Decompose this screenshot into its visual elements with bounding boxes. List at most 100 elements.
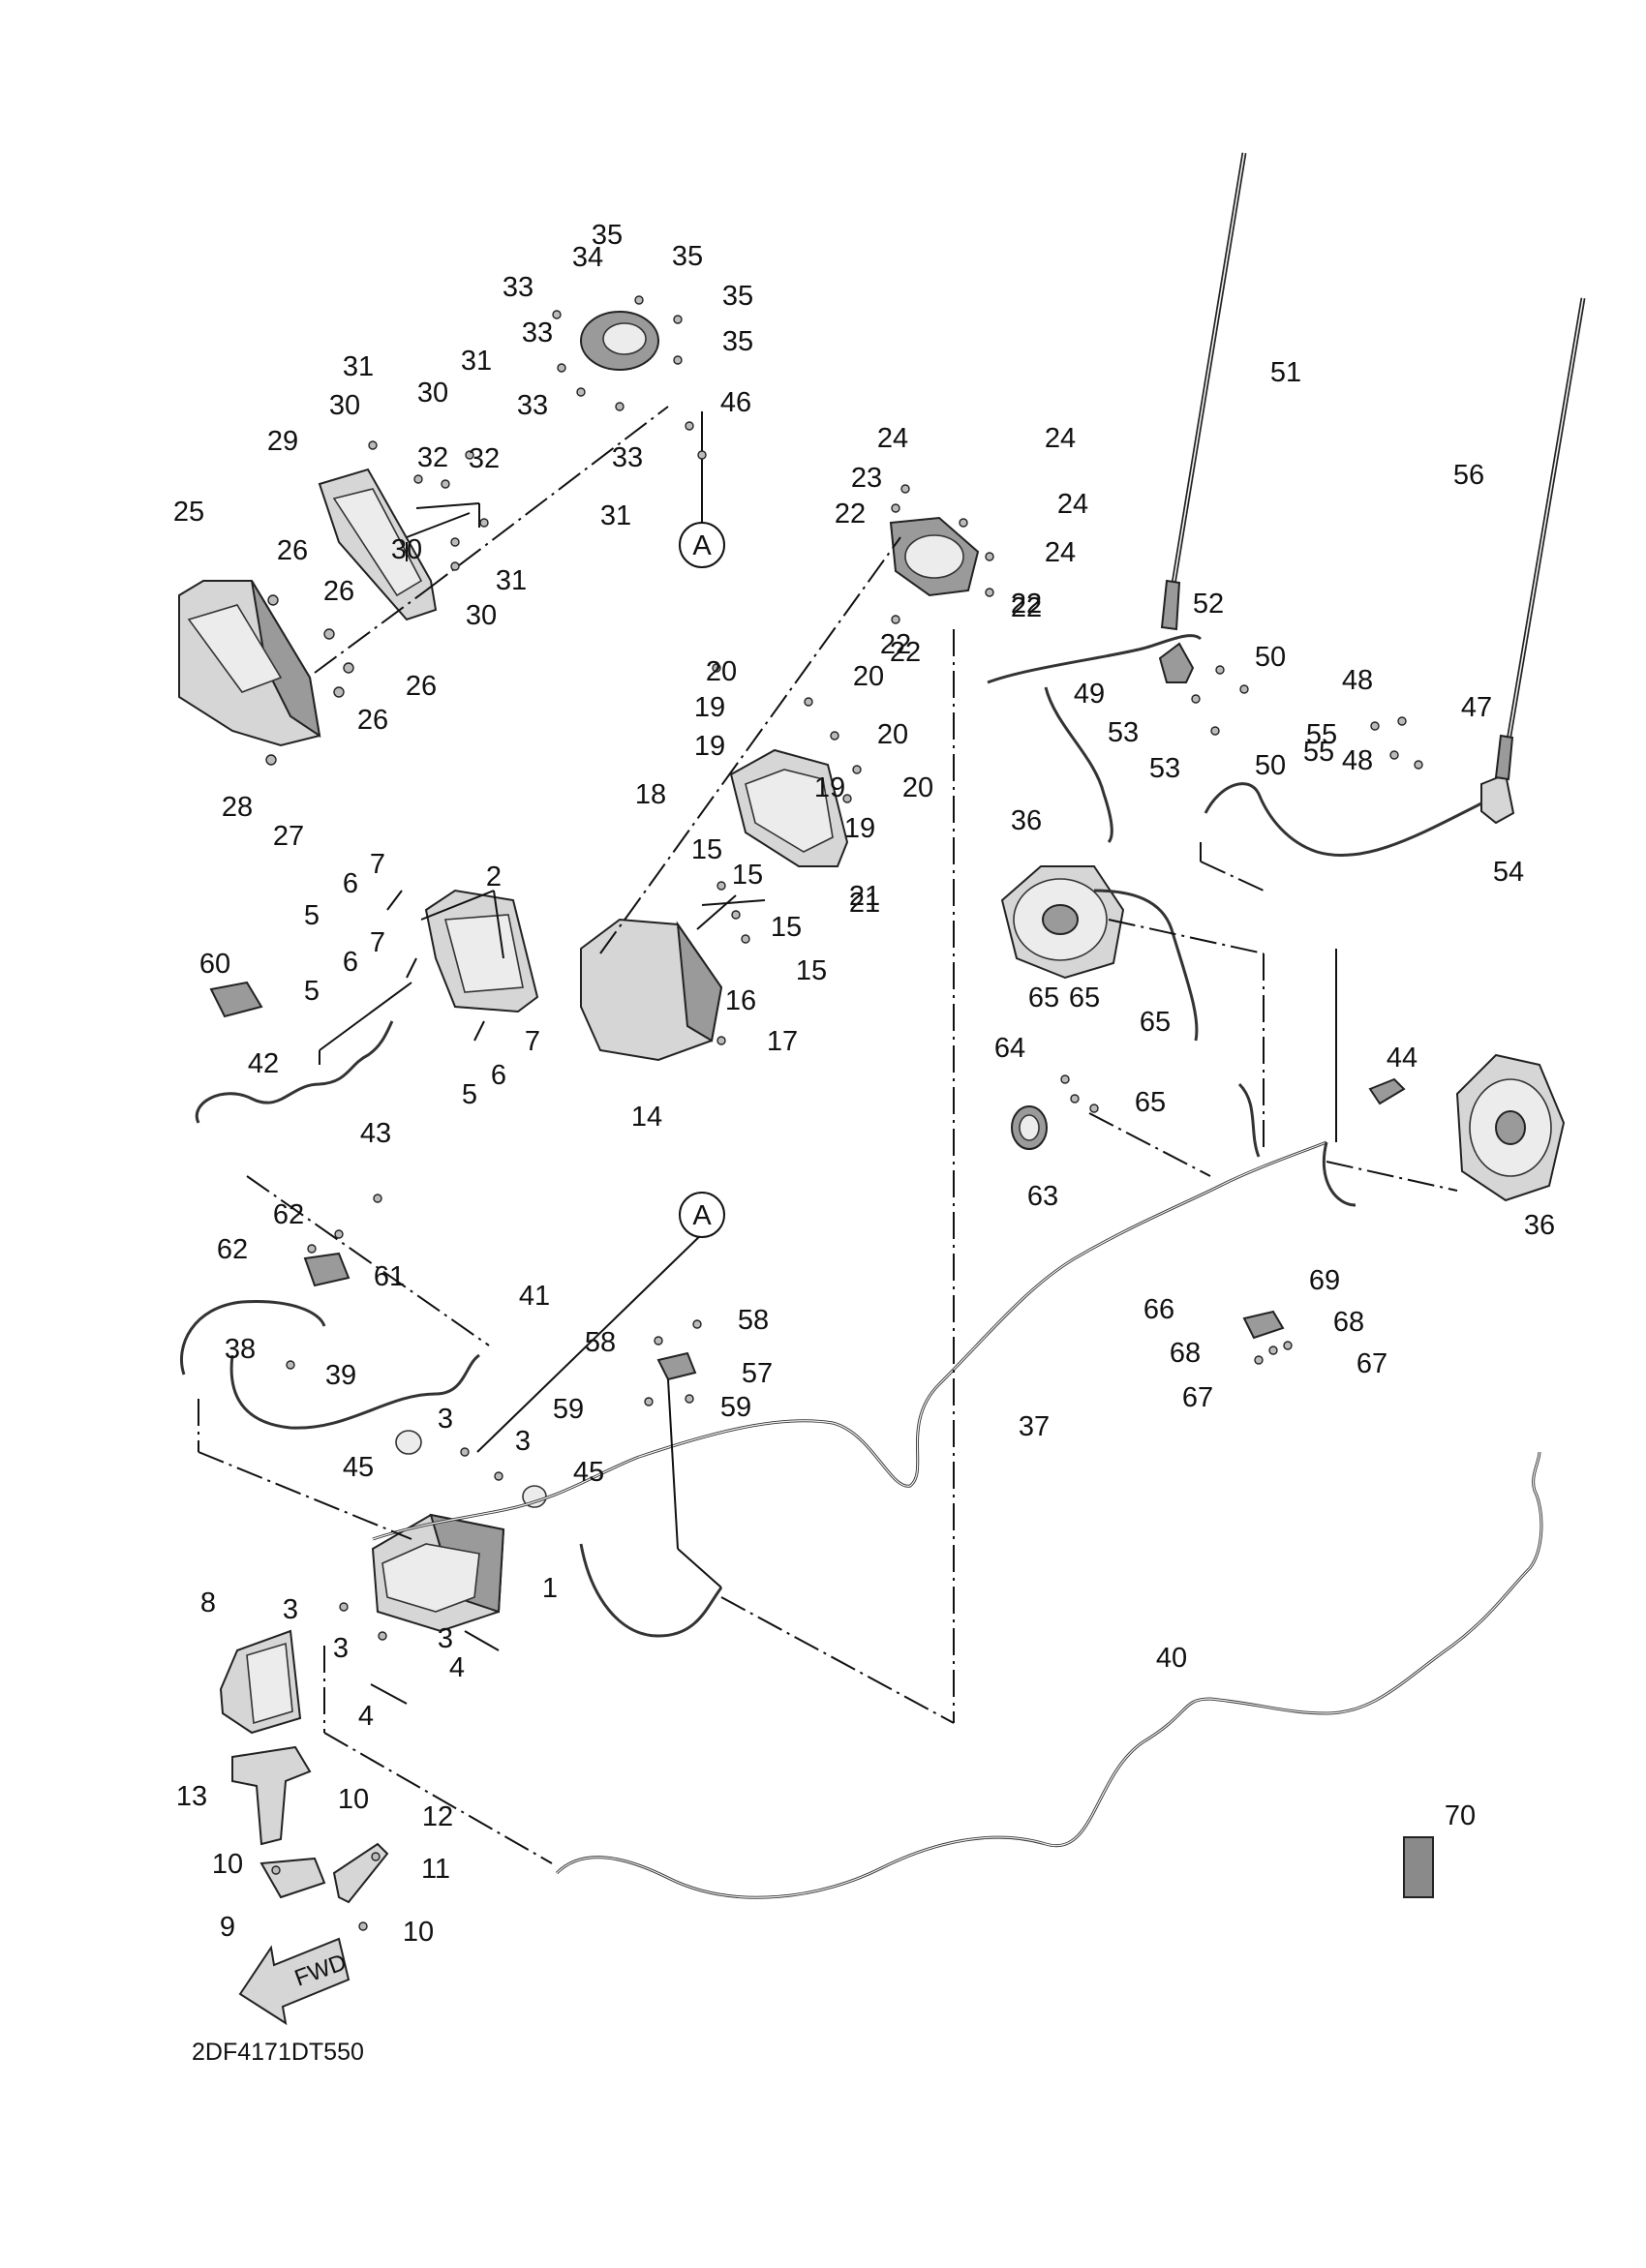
- coaxial-speaker-right: [1455, 1053, 1566, 1202]
- callout-10: 10: [403, 1917, 434, 1948]
- callout-52: 52: [1193, 589, 1224, 620]
- antenna-56: [1494, 297, 1586, 781]
- callout-31: 31: [461, 346, 492, 377]
- callout-3: 3: [515, 1426, 531, 1457]
- callout-41: 41: [519, 1281, 550, 1312]
- callout-34: 34: [572, 242, 603, 273]
- callout-69: 69: [1309, 1265, 1340, 1296]
- callout-40: 40: [1156, 1643, 1187, 1674]
- callout-31: 31: [343, 351, 374, 382]
- callout-27: 27: [273, 821, 304, 852]
- callout-50: 50: [1255, 750, 1286, 781]
- label-plate-70: [1403, 1836, 1434, 1898]
- callout-22: 22: [1011, 592, 1042, 623]
- callout-35: 35: [672, 241, 703, 272]
- callout-3: 3: [438, 1404, 453, 1435]
- drawing-code: 2DF4171DT550: [192, 2039, 364, 2066]
- bracket-mount: [424, 889, 539, 1013]
- speaker-ring-center: [729, 748, 849, 867]
- callout-35: 35: [722, 326, 753, 357]
- callout-13: 13: [176, 1781, 207, 1812]
- callout-30: 30: [391, 534, 422, 565]
- callout-33: 33: [517, 390, 548, 421]
- callout-57: 57: [742, 1358, 773, 1389]
- callout-28: 28: [222, 792, 253, 823]
- callout-36: 36: [1524, 1210, 1555, 1241]
- callout-15: 15: [732, 860, 763, 891]
- callout-22: 22: [880, 629, 911, 660]
- callout-65: 65: [1028, 983, 1059, 1013]
- antenna-base-54: [1480, 772, 1515, 825]
- callout-19: 19: [814, 772, 845, 803]
- module-57: [656, 1351, 697, 1381]
- callout-4: 4: [358, 1701, 374, 1732]
- callout-24: 24: [877, 423, 908, 454]
- callout-53: 53: [1149, 753, 1180, 784]
- callout-21: 21: [849, 881, 880, 912]
- callout-11: 11: [421, 1854, 450, 1885]
- callout-12: 12: [422, 1801, 453, 1832]
- connector-44: [1368, 1077, 1406, 1105]
- callout-67: 67: [1356, 1348, 1387, 1379]
- callout-64: 64: [994, 1033, 1025, 1064]
- callout-10: 10: [212, 1849, 243, 1880]
- callout-2: 2: [486, 862, 502, 892]
- callout-7: 7: [370, 927, 385, 958]
- callout-62: 62: [273, 1199, 304, 1230]
- callout-19: 19: [844, 813, 875, 844]
- callout-33: 33: [503, 272, 533, 303]
- callout-18: 18: [635, 779, 666, 810]
- callout-26: 26: [323, 576, 354, 607]
- speaker-enclosure-left: [178, 580, 321, 747]
- bracket-13: [231, 1745, 312, 1846]
- coaxial-speaker-mid: [1000, 865, 1125, 980]
- module-60: [209, 981, 263, 1018]
- speaker-unit-center: [889, 516, 980, 597]
- callout-6: 6: [491, 1060, 506, 1091]
- callout-10: 10: [338, 1784, 369, 1815]
- reference-mark-a-bottom: A: [679, 1192, 725, 1238]
- reference-mark-a-top-label: A: [692, 530, 712, 561]
- callout-22: 22: [835, 499, 866, 529]
- callout-24: 24: [1045, 537, 1076, 568]
- callout-3: 3: [438, 1623, 453, 1654]
- callout-46: 46: [720, 387, 751, 418]
- callout-15: 15: [771, 912, 802, 943]
- fwd-arrow: FWD: [238, 1937, 350, 2026]
- callout-3: 3: [333, 1633, 349, 1664]
- callout-38: 38: [225, 1334, 256, 1365]
- callout-20: 20: [902, 772, 933, 803]
- callout-55: 55: [1306, 719, 1337, 750]
- callout-23: 23: [851, 463, 882, 494]
- callout-60: 60: [199, 949, 230, 980]
- part-shapes: FWD: [178, 152, 1586, 2026]
- callout-17: 17: [767, 1026, 798, 1057]
- callout-55: 55: [1303, 737, 1334, 768]
- callout-5: 5: [304, 976, 320, 1007]
- speaker-grille-frame-left: [318, 468, 438, 621]
- bracket-11: [332, 1842, 389, 1904]
- fasteners: [265, 295, 1423, 1931]
- callout-15: 15: [691, 834, 722, 865]
- main-control-unit: [371, 1513, 505, 1633]
- callout-6: 6: [343, 868, 358, 899]
- callout-48: 48: [1342, 745, 1373, 776]
- callout-20: 20: [877, 719, 908, 750]
- speaker-enclosure-center: [580, 918, 723, 1062]
- callout-33: 33: [522, 318, 553, 348]
- callout-9: 9: [220, 1912, 235, 1943]
- callout-30: 30: [417, 378, 448, 408]
- antenna-51: [1160, 152, 1247, 631]
- wire-harnesses: [180, 634, 1543, 1899]
- callout-5: 5: [462, 1079, 477, 1110]
- callout-33: 33: [612, 442, 643, 473]
- callout-19: 19: [694, 692, 725, 723]
- callout-6: 6: [343, 947, 358, 978]
- callout-65: 65: [1135, 1087, 1166, 1118]
- callout-58: 58: [738, 1305, 769, 1336]
- ecu-module: [219, 1629, 302, 1735]
- callout-25: 25: [173, 497, 204, 528]
- callout-54: 54: [1493, 857, 1524, 888]
- callout-22: 22: [1011, 589, 1042, 620]
